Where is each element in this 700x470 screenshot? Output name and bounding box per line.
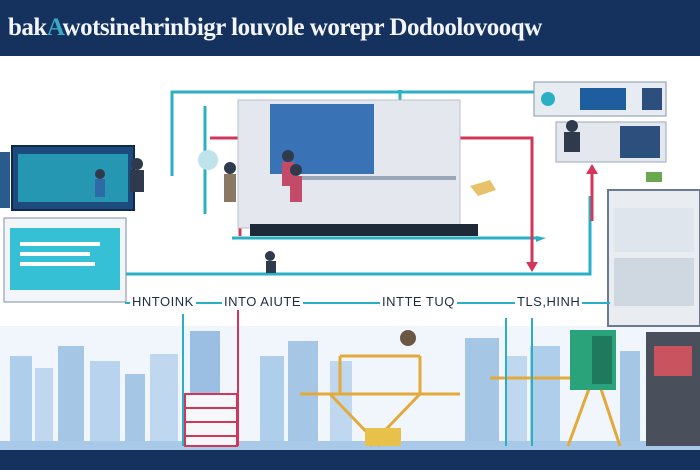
red-shelves xyxy=(184,393,238,447)
red-arrow-head xyxy=(526,262,538,272)
right-panel-large xyxy=(607,189,700,327)
dark-server-rack xyxy=(646,332,700,446)
process-label-4: TLS,HINH xyxy=(515,294,583,309)
teal-arrow-head xyxy=(536,236,546,242)
footer-bar xyxy=(0,450,700,470)
green-server-panel xyxy=(570,330,616,390)
title-accent: A xyxy=(46,14,63,41)
ground xyxy=(0,441,700,450)
header-title: bakAwotsinehrinbigr louvole worepr Dodoo… xyxy=(8,14,542,41)
crate xyxy=(365,428,401,446)
process-label-1: HNTOINK xyxy=(130,294,196,309)
workflow-illustration: HNTOINK INTO AIUTE INTTE TUQ TLS,HINH xyxy=(0,56,700,450)
header-bar: bakAwotsinehrinbigr louvole worepr Dodoo… xyxy=(0,0,700,56)
poles xyxy=(182,314,533,446)
left-monitor-bottom xyxy=(3,217,127,303)
left-monitor-top xyxy=(0,145,135,211)
workflow-diagram xyxy=(0,81,700,450)
process-label-3: INTTE TUQ xyxy=(380,294,457,309)
teal-flow-lines xyxy=(125,90,592,276)
top-right-screen xyxy=(533,81,667,117)
process-label-2: INTO AIUTE xyxy=(222,294,303,309)
floating-icons xyxy=(198,150,662,196)
worker-head xyxy=(400,330,416,346)
central-monitor xyxy=(237,99,478,236)
people xyxy=(95,120,580,273)
red-arrow-up xyxy=(586,164,598,174)
